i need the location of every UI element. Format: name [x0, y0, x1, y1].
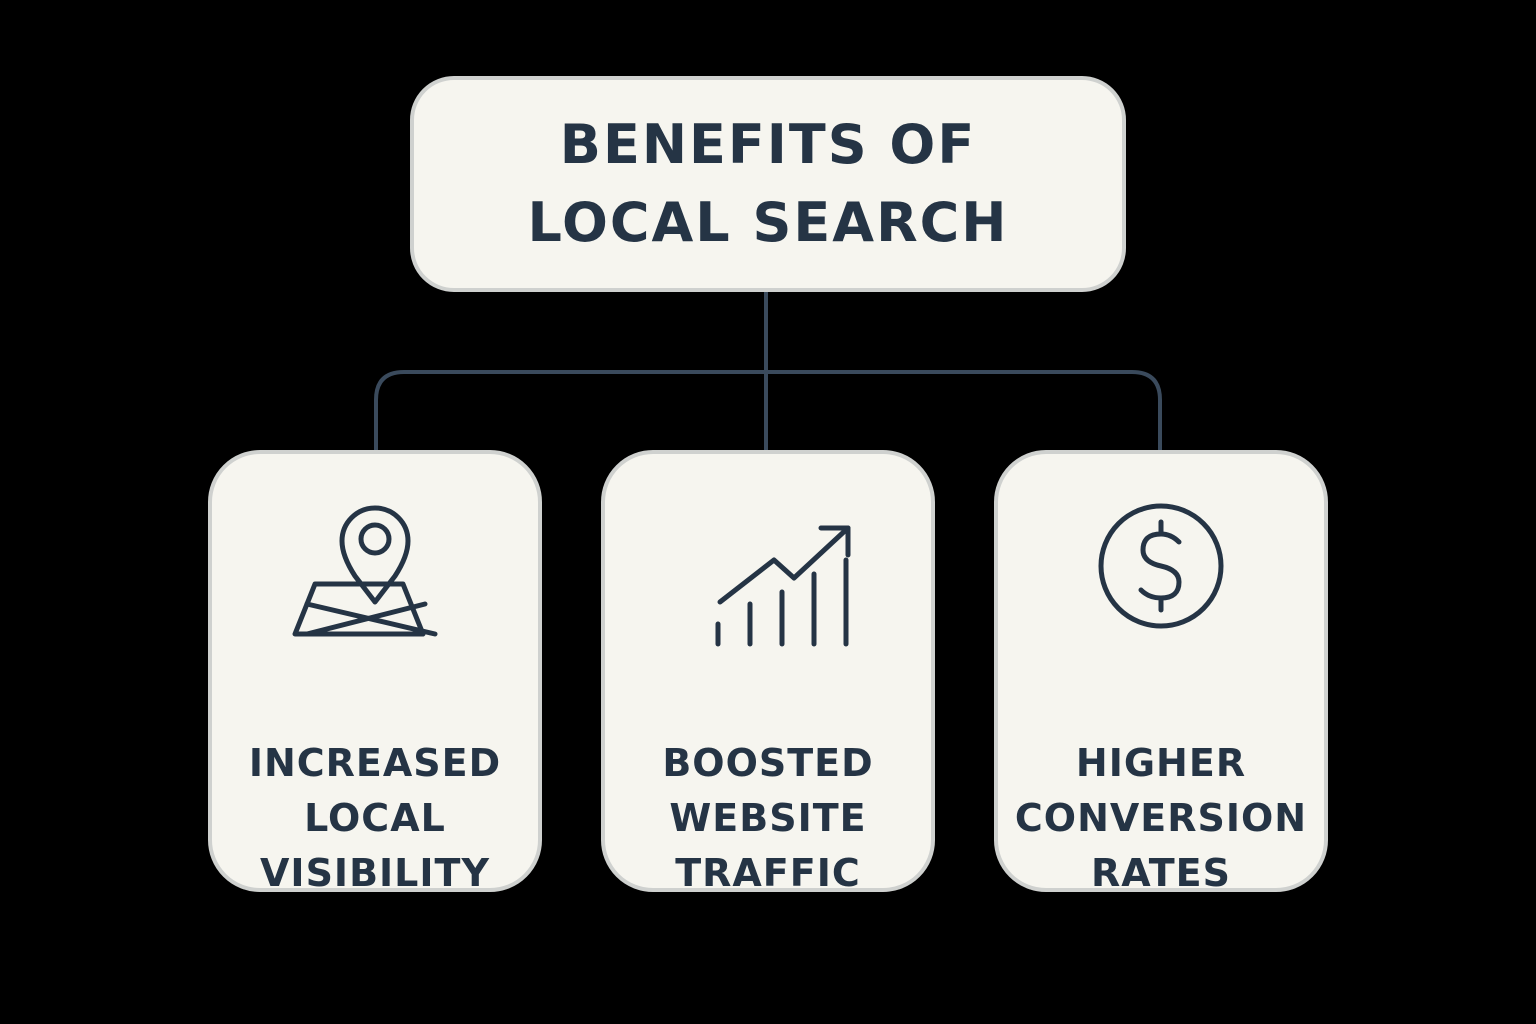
benefit-card-visibility: INCREASED LOCAL VISIBILITY: [208, 450, 542, 895]
dollar-coin-icon: [1071, 494, 1251, 674]
connector-horizontal: [374, 370, 1162, 450]
benefit-label: HIGHER CONVERSION RATES: [1014, 741, 1308, 895]
benefit-label: BOOSTED WEBSITE TRAFFIC: [662, 741, 874, 895]
diagram-title: BENEFITS OF LOCAL SEARCH: [527, 113, 1009, 254]
root-node: BENEFITS OF LOCAL SEARCH: [410, 76, 1126, 292]
benefit-label: INCREASED LOCAL VISIBILITY: [248, 741, 502, 895]
benefit-card-traffic: BOOSTED WEBSITE TRAFFIC: [601, 450, 935, 895]
growth-chart-icon: [678, 494, 858, 674]
map-pin-icon: [285, 494, 465, 674]
benefit-card-conversion: HIGHER CONVERSION RATES: [994, 450, 1328, 895]
